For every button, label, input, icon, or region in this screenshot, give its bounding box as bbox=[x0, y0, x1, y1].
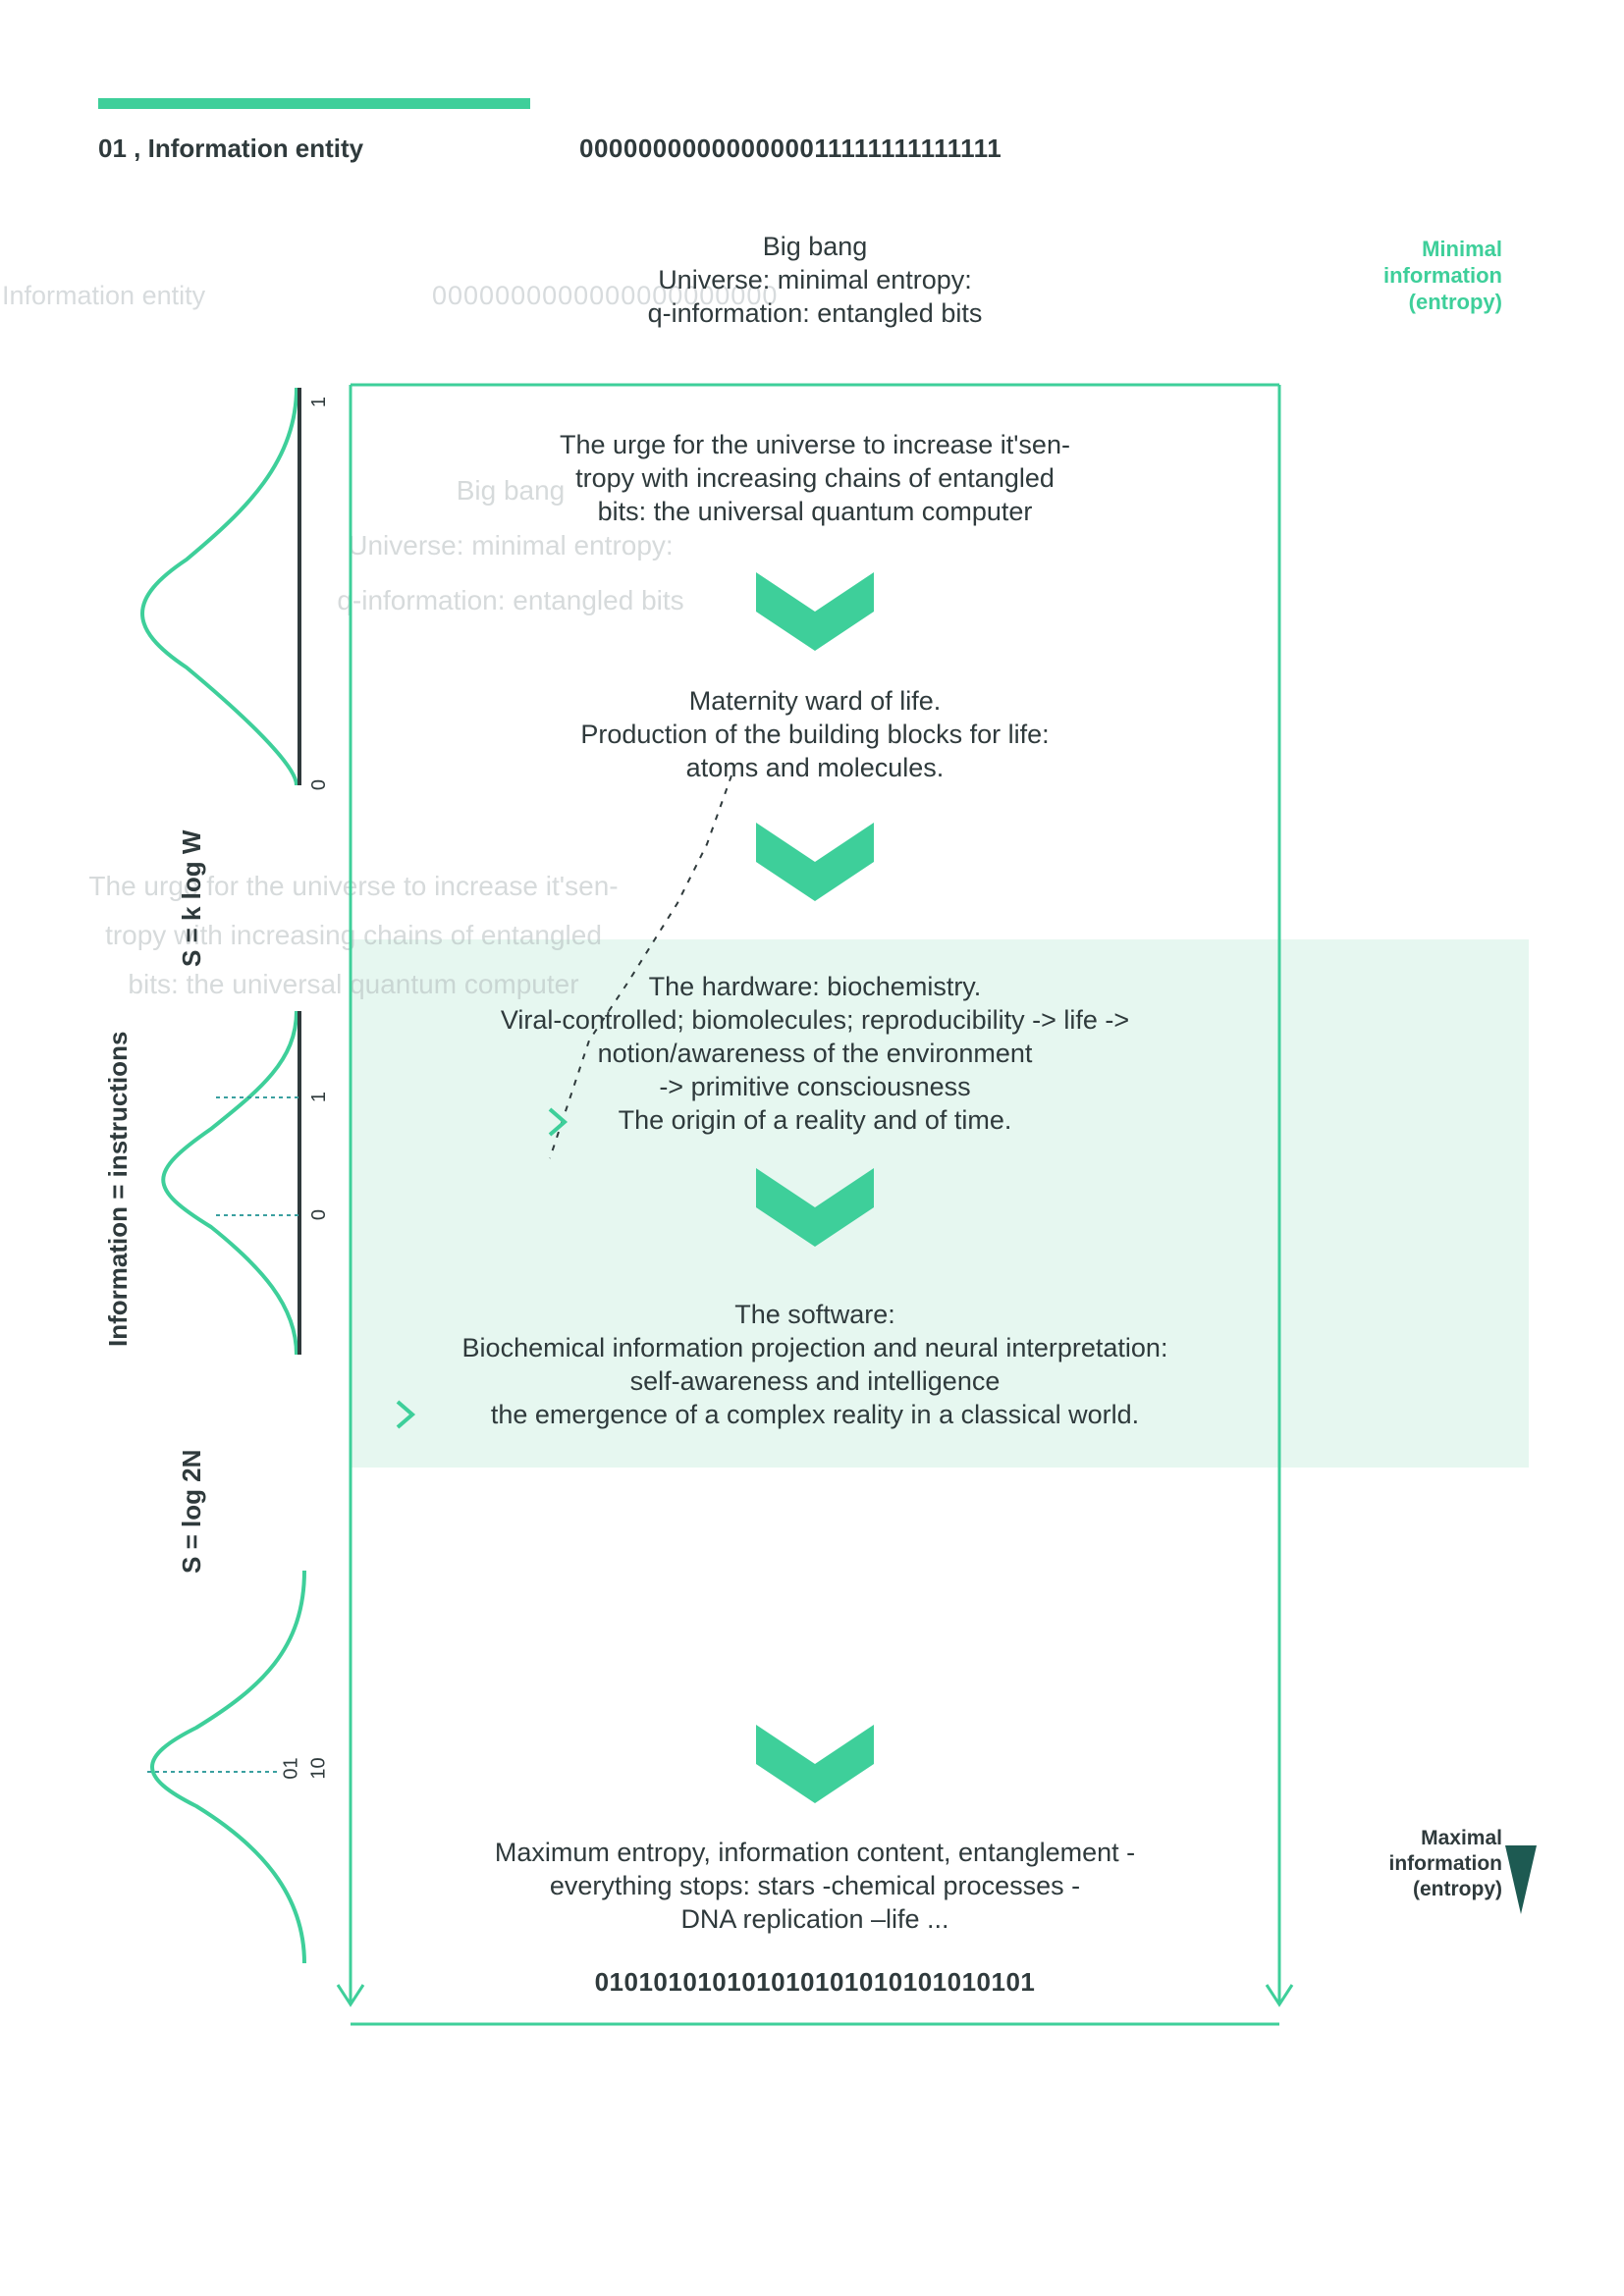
bullet-chevron-icon bbox=[548, 1107, 568, 1137]
label-line: (entropy) bbox=[1408, 290, 1502, 314]
chevron-down-icon bbox=[756, 572, 874, 651]
entropy-formula-1: S = k log W bbox=[177, 829, 206, 967]
step-line: the emergence of a complex reality in a … bbox=[490, 1400, 1140, 1429]
step-line: The origin of a reality and of time. bbox=[618, 1105, 1012, 1135]
label-line: information bbox=[1388, 1852, 1503, 1875]
ghost-urge-line: tropy with increasing chains of entangle… bbox=[105, 920, 602, 950]
tick-label: 0 bbox=[308, 1208, 331, 1221]
step-line: Biochemical information projection and n… bbox=[461, 1333, 1168, 1362]
chevron-arrows bbox=[756, 572, 874, 1803]
entropy-formula-2: S = log 2N bbox=[177, 1449, 206, 1574]
gaussian-curve-3 bbox=[150, 1570, 306, 1964]
step-line: Maternity ward of life. bbox=[688, 686, 942, 716]
ghost-urge: The urge for the universe to increase it… bbox=[20, 869, 687, 1002]
step-line: Viral-controlled; biomolecules; reproduc… bbox=[500, 1005, 1130, 1035]
step-urge: The urge for the universe to increase it… bbox=[422, 428, 1208, 528]
connector-dashes bbox=[549, 774, 732, 1159]
entropy-axis-arrowhead bbox=[1505, 1845, 1537, 1914]
tick-label: 0 bbox=[308, 778, 331, 791]
tick-label: 10 bbox=[307, 1757, 330, 1780]
page-title: 01 , Information entity bbox=[98, 133, 364, 163]
ghost-entity: Information entity bbox=[2, 281, 206, 310]
step-line: self-awareness and intelligence bbox=[629, 1366, 1001, 1396]
label-line: (entropy) bbox=[1413, 1878, 1502, 1900]
tick-label: 1 bbox=[308, 1091, 331, 1103]
step-line: bits: the universal quantum computer bbox=[597, 497, 1033, 526]
step-line: The urge for the universe to increase it… bbox=[560, 430, 1070, 459]
information-axis-label: Information = instructions bbox=[103, 1031, 133, 1347]
bottom-bit-string: 010101010101010101010101010101 bbox=[594, 1967, 1036, 1997]
step-line: notion/awareness of the environment bbox=[597, 1039, 1033, 1068]
step-line: everything stops: stars -chemical proces… bbox=[549, 1871, 1081, 1900]
ghost-big-bang-line: q-information: entangled bits bbox=[337, 585, 684, 615]
chevron-down-icon bbox=[756, 1168, 874, 1247]
step-maximum: Maximum entropy, information content, en… bbox=[373, 1836, 1257, 1936]
big-bang-line: Big bang bbox=[762, 232, 868, 261]
bullet-chevron-icon bbox=[396, 1400, 416, 1429]
label-line: information bbox=[1383, 263, 1502, 288]
distribution-curves bbox=[140, 387, 306, 1964]
step-line: The software: bbox=[734, 1300, 895, 1329]
tick-label: 1 bbox=[308, 396, 331, 408]
step-line: DNA replication –life ... bbox=[680, 1904, 949, 1934]
gaussian-curve-1 bbox=[140, 387, 298, 786]
big-bang-line: Universe: minimal entropy: bbox=[658, 265, 972, 294]
step-line: atoms and molecules. bbox=[685, 753, 945, 782]
step-maternity: Maternity ward of life. Production of th… bbox=[422, 684, 1208, 784]
maximal-information-label: Maximal information (entropy) bbox=[1306, 1826, 1503, 1902]
step-software: The software: Biochemical information pr… bbox=[344, 1298, 1286, 1431]
top-bit-string: 000000000000000011111111111111 bbox=[579, 133, 1002, 163]
label-line: Minimal bbox=[1422, 237, 1502, 261]
step-line: -> primitive consciousness bbox=[659, 1072, 971, 1101]
header-rule bbox=[98, 98, 530, 109]
tick-label: 01 bbox=[280, 1757, 302, 1780]
ghost-urge-line: bits: the universal quantum computer bbox=[128, 969, 579, 999]
step-line: The hardware: biochemistry. bbox=[648, 972, 982, 1001]
chevron-down-icon bbox=[756, 823, 874, 901]
ghost-big-bang: Big bang Universe: minimal entropy: q-in… bbox=[295, 473, 727, 618]
life-band bbox=[351, 939, 1529, 1468]
minimal-information-label: Minimal information (entropy) bbox=[1306, 236, 1502, 315]
big-bang-line: q-information: entangled bits bbox=[647, 298, 983, 328]
entropy-frame bbox=[336, 383, 1294, 2026]
label-line: Maximal bbox=[1421, 1827, 1502, 1849]
step-line: Production of the building blocks for li… bbox=[580, 720, 1050, 749]
step-line: tropy with increasing chains of entangle… bbox=[575, 463, 1055, 493]
ghost-big-bang-line: Big bang bbox=[456, 475, 566, 506]
ghost-big-bang-line: Universe: minimal entropy: bbox=[348, 530, 674, 561]
big-bang-block: Big bang Universe: minimal entropy: q-in… bbox=[520, 230, 1110, 330]
ghost-bits: 0000000000000000000000 bbox=[432, 281, 779, 310]
chevron-down-icon bbox=[756, 1725, 874, 1803]
step-hardware: The hardware: biochemistry. Viral-contro… bbox=[373, 970, 1257, 1137]
step-line: Maximum entropy, information content, en… bbox=[494, 1838, 1136, 1867]
ghost-urge-line: The urge for the universe to increase it… bbox=[88, 871, 619, 901]
gaussian-curve-2 bbox=[161, 1010, 298, 1356]
